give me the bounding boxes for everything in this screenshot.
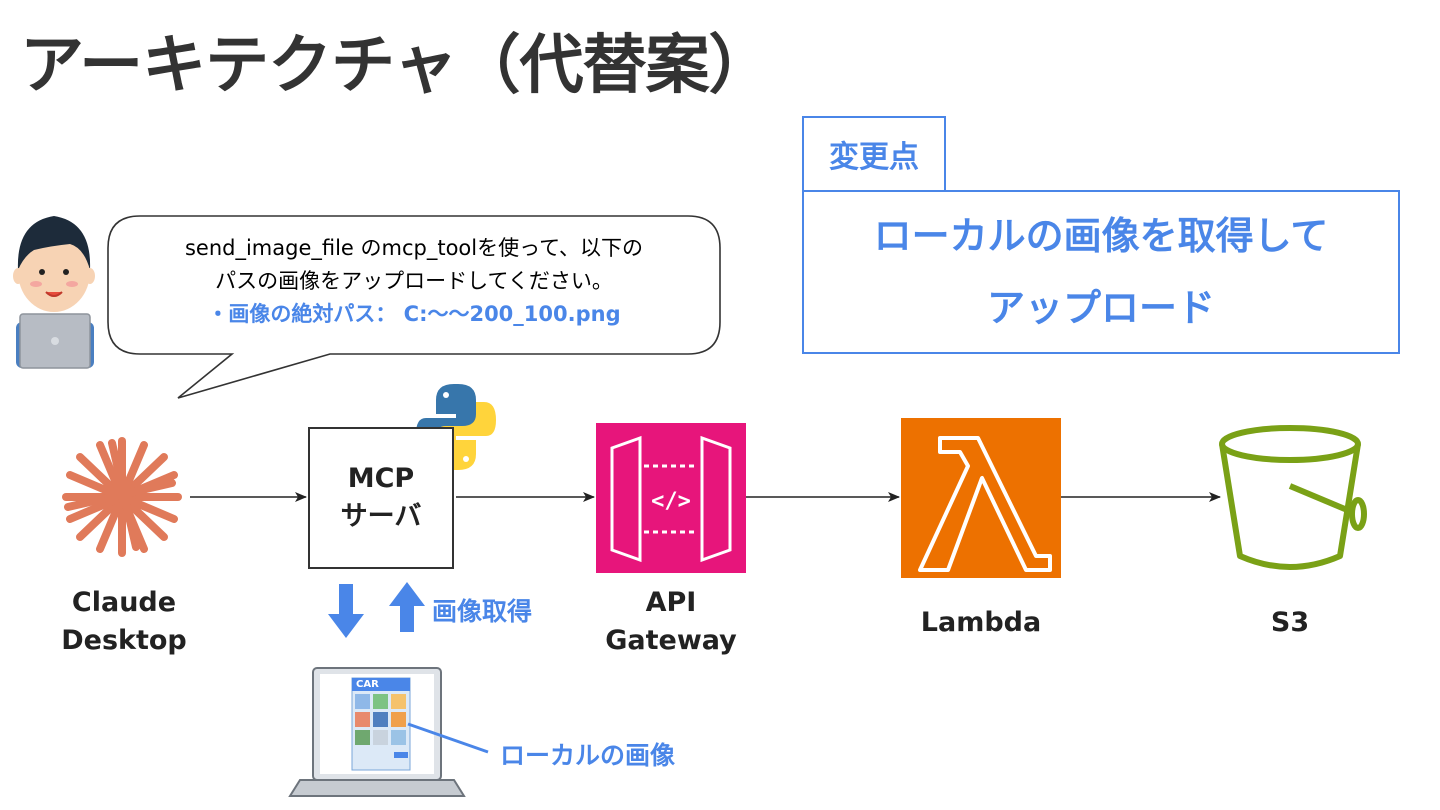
change-point-line-2: アップロード xyxy=(986,286,1215,330)
mcp-server-box: MCP サーバ xyxy=(308,427,454,569)
mcp-label-line-2: サーバ xyxy=(340,501,422,532)
claude-label-line-2: Desktop xyxy=(61,625,187,656)
down-arrow-icon xyxy=(328,584,364,638)
speech-bubble xyxy=(107,215,721,399)
change-point-tab: 変更点 xyxy=(802,116,946,190)
api-label-line-1: API xyxy=(645,587,697,618)
lambda-icon xyxy=(901,418,1061,578)
bubble-line-3: ・画像の絶対パス： C:～～200_100.png xyxy=(207,302,621,326)
image-fetch-label: 画像取得 xyxy=(432,597,533,626)
lambda-label: Lambda xyxy=(920,607,1042,638)
api-gateway-label: API Gateway xyxy=(586,584,756,660)
up-arrow-icon xyxy=(389,582,425,632)
claude-label-line-1: Claude xyxy=(71,587,177,618)
change-point-line-1: ローカルの画像を取得して xyxy=(873,214,1329,258)
mcp-label-line-1: MCP xyxy=(347,463,415,494)
page-title: アーキテクチャ（代替案） xyxy=(20,29,773,103)
claude-desktop-icon xyxy=(62,437,182,557)
s3-label: S3 xyxy=(1270,607,1310,638)
bubble-line-1: send_image_file のmcp_toolを使って、以下の xyxy=(184,236,644,260)
svg-text:</>: </> xyxy=(651,489,691,514)
api-label-line-2: Gateway xyxy=(605,625,737,656)
api-gateway-icon: </> xyxy=(596,423,746,573)
local-image-label: ローカルの画像 xyxy=(500,741,676,770)
claude-desktop-label: Claude Desktop xyxy=(44,584,204,660)
local-image-pointer-line xyxy=(407,722,489,754)
change-point-box: ローカルの画像を取得して アップロード xyxy=(802,190,1400,354)
bubble-text: send_image_file のmcp_toolを使って、以下の パスの画像を… xyxy=(112,232,716,331)
s3-bucket-icon xyxy=(1219,425,1367,570)
bubble-line-2: パスの画像をアップロードしてください。 xyxy=(215,269,613,293)
local-laptop-icon xyxy=(288,667,466,797)
laptop-screen-text: CAR xyxy=(356,679,379,690)
user-with-laptop-icon xyxy=(13,216,95,369)
